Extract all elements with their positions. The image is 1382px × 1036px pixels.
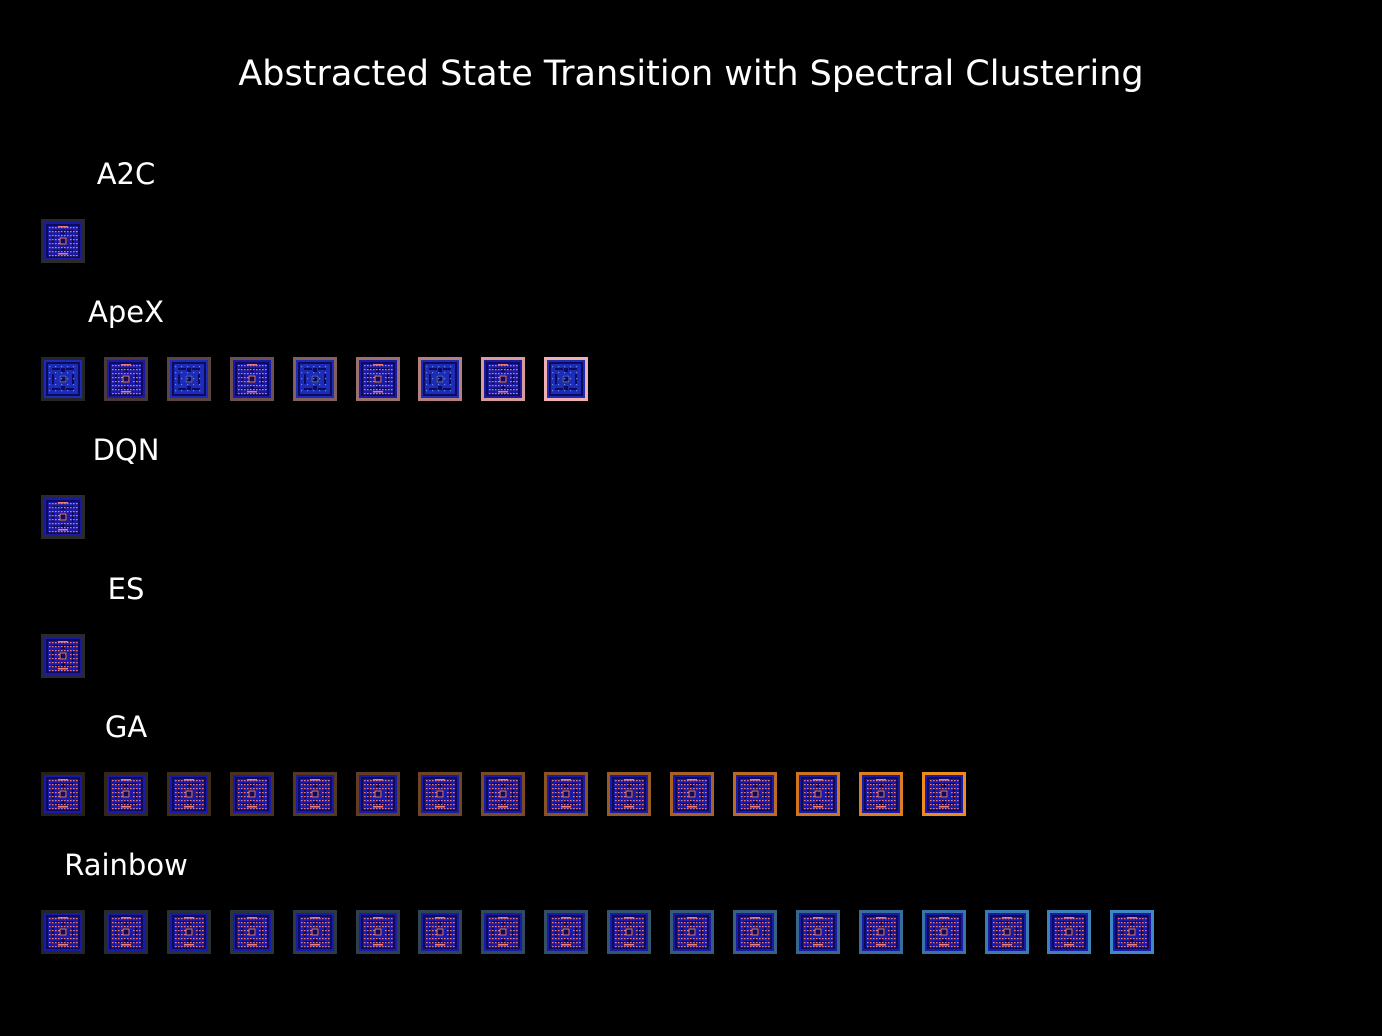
state-frame [732, 771, 777, 816]
state-frame [418, 910, 463, 954]
maze-thumbnail-icon [169, 774, 208, 813]
row-label: Rainbow [64, 848, 188, 882]
maze-thumbnail-icon [421, 913, 460, 951]
row-label: ApeX [88, 295, 164, 330]
state-frame [1047, 910, 1092, 954]
row-label: ES [107, 571, 145, 606]
maze-thumbnail-icon [169, 913, 208, 951]
figure-title: Abstracted State Transition with Spectra… [238, 54, 1144, 94]
maze-thumbnail-icon [547, 774, 586, 813]
maze-thumbnail-icon [547, 913, 586, 951]
row-label: A2C [96, 157, 156, 191]
maze-thumbnail-icon [924, 774, 963, 813]
state-frame [355, 910, 400, 954]
state-frame [229, 910, 274, 954]
row-label: DQN [92, 433, 160, 468]
state-frame [41, 357, 85, 402]
maze-thumbnail-icon [44, 774, 82, 813]
maze-thumbnail-icon [232, 913, 271, 951]
state-frame [166, 357, 211, 402]
maze-thumbnail-icon [358, 360, 397, 399]
state-frame [41, 771, 85, 816]
maze-thumbnail-icon [673, 913, 711, 951]
state-frame [103, 910, 148, 954]
maze-thumbnail-icon [295, 774, 334, 813]
state-frame [607, 771, 652, 816]
state-frame [41, 910, 85, 954]
maze-thumbnail-icon [861, 913, 900, 951]
state-frame [229, 771, 274, 816]
state-frame [921, 910, 966, 954]
state-frame [166, 910, 211, 954]
maze-thumbnail-icon [484, 360, 523, 399]
maze-thumbnail-icon [358, 774, 397, 813]
maze-thumbnail-icon [673, 774, 711, 813]
state-frame [292, 771, 337, 816]
state-frame [103, 771, 148, 816]
state-frame [732, 910, 777, 954]
state-frame [795, 771, 840, 816]
maze-thumbnail-icon [1050, 913, 1089, 951]
maze-thumbnail-icon [44, 222, 82, 260]
state-frame [858, 771, 903, 816]
maze-thumbnail-icon [610, 774, 649, 813]
maze-thumbnail-icon [106, 913, 145, 951]
state-frame [481, 910, 526, 954]
maze-thumbnail-icon [735, 774, 774, 813]
row-label: GA [104, 709, 148, 744]
maze-thumbnail-icon [358, 913, 397, 951]
state-frame [607, 910, 652, 954]
state-frame [544, 771, 589, 816]
state-frame [921, 771, 966, 816]
maze-thumbnail-icon [735, 913, 774, 951]
state-frame [292, 910, 337, 954]
state-frame [544, 357, 589, 402]
maze-thumbnail-icon [106, 360, 145, 399]
state-frame [670, 910, 714, 954]
maze-thumbnail-icon [169, 360, 208, 399]
maze-thumbnail-icon [987, 913, 1026, 951]
state-frame [795, 910, 840, 954]
state-frame [544, 910, 589, 954]
state-frame [481, 771, 526, 816]
maze-thumbnail-icon [44, 498, 82, 537]
state-frame [984, 910, 1029, 954]
maze-thumbnail-icon [484, 913, 523, 951]
state-frame [292, 357, 337, 402]
state-frame [229, 357, 274, 402]
state-frame [858, 910, 903, 954]
maze-thumbnail-icon [924, 913, 963, 951]
maze-thumbnail-icon [295, 360, 334, 399]
maze-thumbnail-icon [106, 774, 145, 813]
maze-thumbnail-icon [798, 774, 837, 813]
state-frame [41, 633, 85, 678]
maze-thumbnail-icon [861, 774, 900, 813]
maze-thumbnail-icon [232, 360, 271, 399]
state-frame [41, 219, 85, 263]
maze-thumbnail-icon [484, 774, 523, 813]
maze-thumbnail-icon [44, 360, 82, 399]
state-frame [418, 771, 463, 816]
maze-thumbnail-icon [798, 913, 837, 951]
maze-thumbnail-icon [421, 774, 460, 813]
state-frame [355, 771, 400, 816]
maze-thumbnail-icon [1113, 913, 1152, 951]
state-frame [103, 357, 148, 402]
maze-thumbnail-icon [232, 774, 271, 813]
maze-thumbnail-icon [610, 913, 649, 951]
maze-thumbnail-icon [295, 913, 334, 951]
maze-thumbnail-icon [421, 360, 460, 399]
state-frame [41, 495, 85, 540]
state-frame [1110, 910, 1155, 954]
maze-thumbnail-icon [44, 913, 82, 951]
maze-thumbnail-icon [547, 360, 586, 399]
state-frame [355, 357, 400, 402]
state-frame [670, 771, 714, 816]
state-frame [166, 771, 211, 816]
state-frame [418, 357, 463, 402]
state-frame [481, 357, 526, 402]
maze-thumbnail-icon [44, 636, 82, 675]
